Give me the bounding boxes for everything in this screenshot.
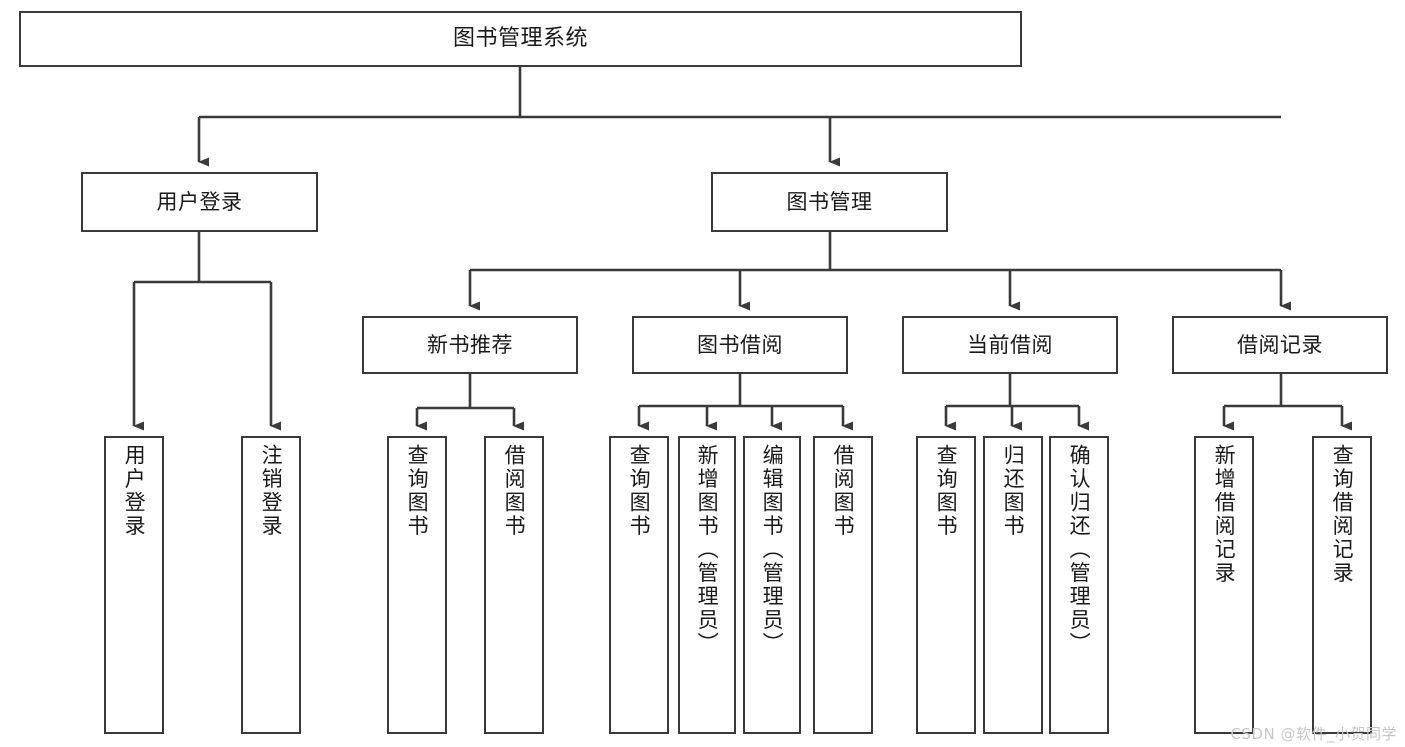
node-label: 确认归还（管理员）	[1067, 444, 1092, 656]
node-label: 编辑图书（管理员）	[760, 444, 785, 656]
node-label: 查询借阅记录	[1330, 444, 1355, 585]
node-leaf-add-book-admin[interactable]: 新增图书（管理员）	[678, 436, 736, 734]
node-label: 当前借阅	[967, 332, 1053, 357]
node-label: 用户登录	[122, 444, 147, 538]
node-current-borrow[interactable]: 当前借阅	[902, 316, 1118, 374]
node-leaf-query-borrow-record[interactable]: 查询借阅记录	[1312, 436, 1372, 734]
node-label: 图书借阅	[697, 332, 783, 357]
node-label: 新书推荐	[427, 332, 513, 357]
node-label: 查询图书	[934, 444, 959, 538]
node-label: 借阅图书	[502, 444, 527, 538]
node-label: 图书管理	[786, 189, 873, 214]
node-user-login[interactable]: 用户登录	[81, 172, 318, 232]
node-leaf-borrow-book-borrow[interactable]: 借阅图书	[813, 436, 873, 734]
node-label: 新增借阅记录	[1212, 444, 1237, 585]
node-book-borrow[interactable]: 图书借阅	[632, 316, 848, 374]
node-book-management[interactable]: 图书管理	[711, 172, 948, 232]
node-label: 新增图书（管理员）	[695, 444, 720, 656]
node-leaf-query-book-borrow[interactable]: 查询图书	[609, 436, 669, 734]
node-leaf-borrow-book-newbook[interactable]: 借阅图书	[484, 436, 544, 734]
node-leaf-add-borrow-record[interactable]: 新增借阅记录	[1194, 436, 1254, 734]
node-label: 图书管理系统	[452, 26, 588, 51]
node-leaf-confirm-return-admin[interactable]: 确认归还（管理员）	[1049, 436, 1109, 734]
node-leaf-query-book-newbook[interactable]: 查询图书	[387, 436, 447, 734]
node-label: 查询图书	[627, 444, 652, 538]
node-label: 注销登录	[259, 444, 284, 538]
node-label: 用户登录	[156, 189, 243, 214]
node-leaf-edit-book-admin[interactable]: 编辑图书（管理员）	[743, 436, 801, 734]
node-root-system[interactable]: 图书管理系统	[19, 11, 1022, 67]
node-leaf-user-login[interactable]: 用户登录	[104, 436, 164, 734]
node-label: 借阅图书	[831, 444, 856, 538]
node-leaf-logout[interactable]: 注销登录	[241, 436, 301, 734]
node-borrow-record[interactable]: 借阅记录	[1172, 316, 1388, 374]
csdn-watermark: CSDN @软件_小贺同学	[1230, 725, 1397, 743]
node-new-book-recommend[interactable]: 新书推荐	[362, 316, 578, 374]
node-label: 归还图书	[1001, 444, 1026, 538]
node-leaf-query-book-current[interactable]: 查询图书	[916, 436, 976, 734]
node-leaf-return-book[interactable]: 归还图书	[983, 436, 1043, 734]
node-label: 查询图书	[405, 444, 430, 538]
node-label: 借阅记录	[1237, 332, 1323, 357]
